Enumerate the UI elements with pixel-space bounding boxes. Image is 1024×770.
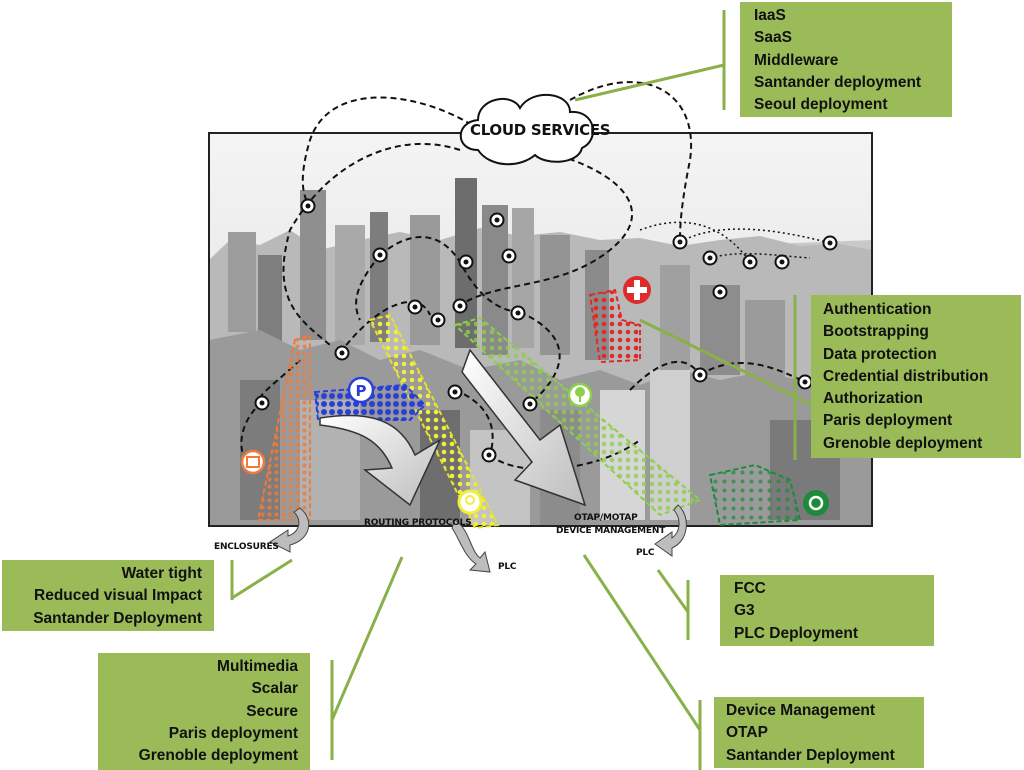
device-management-label: DEVICE MANAGEMENT	[556, 526, 666, 536]
cloud-services-box: IaaS SaaS Middleware Santander deploymen…	[740, 2, 952, 117]
street-light-icon	[457, 489, 483, 515]
tree-icon	[567, 382, 593, 408]
network-node-center	[779, 259, 785, 265]
device-management-box: Device Management OTAP Santander Deploym…	[714, 697, 924, 768]
network-node-center	[339, 350, 345, 356]
network-node-center	[305, 203, 311, 209]
network-node-center	[435, 317, 441, 323]
plc-box-line: PLC Deployment	[734, 624, 859, 642]
network-node-center	[486, 452, 492, 458]
network-node-center	[802, 379, 808, 385]
security-box-line: Paris deployment	[823, 412, 953, 430]
environment-corridor	[453, 316, 702, 517]
network-node-center	[697, 372, 703, 378]
network-node-center	[452, 389, 458, 395]
network-node-center	[827, 240, 833, 246]
otap-label: OTAP/MOTAP	[574, 513, 638, 523]
security-box-line: Bootstrapping	[823, 323, 929, 341]
routing-box-line: Paris deployment	[168, 724, 298, 742]
network-node-center	[412, 304, 418, 310]
network-node-center	[457, 303, 463, 309]
svg-text:P: P	[356, 382, 367, 400]
enclosures-box-line: Water tight	[121, 565, 202, 582]
enclosure-box-icon	[240, 449, 266, 475]
enclosures-label: ENCLOSURES	[214, 542, 279, 552]
network-nodes	[254, 198, 838, 463]
network-node-center	[677, 239, 683, 245]
network-node-center	[463, 259, 469, 265]
cloud-box-line: IaaS	[754, 7, 786, 24]
device-mgmt-box-line: Device Management	[726, 702, 876, 719]
enclosures-box-line: Santander Deployment	[33, 609, 202, 627]
enclosures-box: Water tight Reduced visual Impact Santan…	[2, 560, 214, 631]
network-node-center	[707, 255, 713, 261]
wireless-links	[639, 221, 831, 263]
security-box-line: Authentication	[823, 301, 932, 318]
connector-lines	[230, 10, 813, 770]
health-building-zone	[588, 288, 641, 364]
routing-box: Multimedia Scalar Secure Paris deploymen…	[98, 653, 310, 770]
enclosures-box-line: Reduced visual Impact	[34, 587, 202, 605]
plc-label-right: PLC	[636, 548, 655, 558]
plc-label-left: PLC	[498, 562, 517, 572]
routing-box-line: Scalar	[251, 680, 298, 698]
network-node-center	[747, 259, 753, 265]
network-node-center	[515, 310, 521, 316]
hospital-cross-icon	[623, 276, 651, 304]
plc-box-line: G3	[734, 602, 755, 620]
routing-protocols-label: ROUTING PROTOCOLS	[364, 518, 472, 528]
security-box-line: Authorization	[823, 390, 923, 408]
security-box: Authentication Bootstrapping Data protec…	[811, 295, 1021, 458]
security-box-line: Credential distribution	[823, 367, 989, 385]
plc-box-line: FCC	[734, 580, 766, 597]
cloud-box-line: Santander deployment	[754, 73, 922, 91]
cloud-box-line: SaaS	[754, 29, 792, 47]
parking-zone	[313, 383, 427, 421]
plc-box: FCC G3 PLC Deployment	[720, 575, 934, 646]
cloud-box-line: Seoul deployment	[754, 96, 888, 114]
waste-zone	[708, 463, 802, 527]
network-node-center	[717, 289, 723, 295]
security-box-line: Grenoble deployment	[823, 434, 983, 452]
security-box-line: Data protection	[823, 345, 937, 363]
device-mgmt-box-line: OTAP	[726, 724, 768, 742]
management-arrow	[461, 348, 587, 507]
network-node-center	[259, 400, 265, 406]
cloud-box-line: Middleware	[754, 51, 839, 69]
recycle-icon	[803, 490, 829, 516]
enclosure-corridor	[256, 333, 311, 521]
light-corridor	[368, 313, 500, 530]
routing-box-line: Secure	[246, 702, 298, 720]
device-mgmt-box-line: Santander Deployment	[726, 746, 895, 764]
network-links	[240, 81, 806, 471]
routing-box-line: Grenoble deployment	[138, 747, 298, 765]
plc-curved-arrows	[269, 504, 687, 573]
network-node-center	[494, 217, 500, 223]
cloud-shape	[459, 94, 594, 166]
cloud-services-label: CLOUD SERVICES	[470, 121, 611, 139]
routing-box-line: Multimedia	[217, 658, 298, 675]
network-node-center	[527, 401, 533, 407]
parking-icon: P	[347, 376, 375, 404]
network-node-center	[506, 253, 512, 259]
routing-arrow	[319, 414, 442, 507]
network-node-center	[377, 252, 383, 258]
